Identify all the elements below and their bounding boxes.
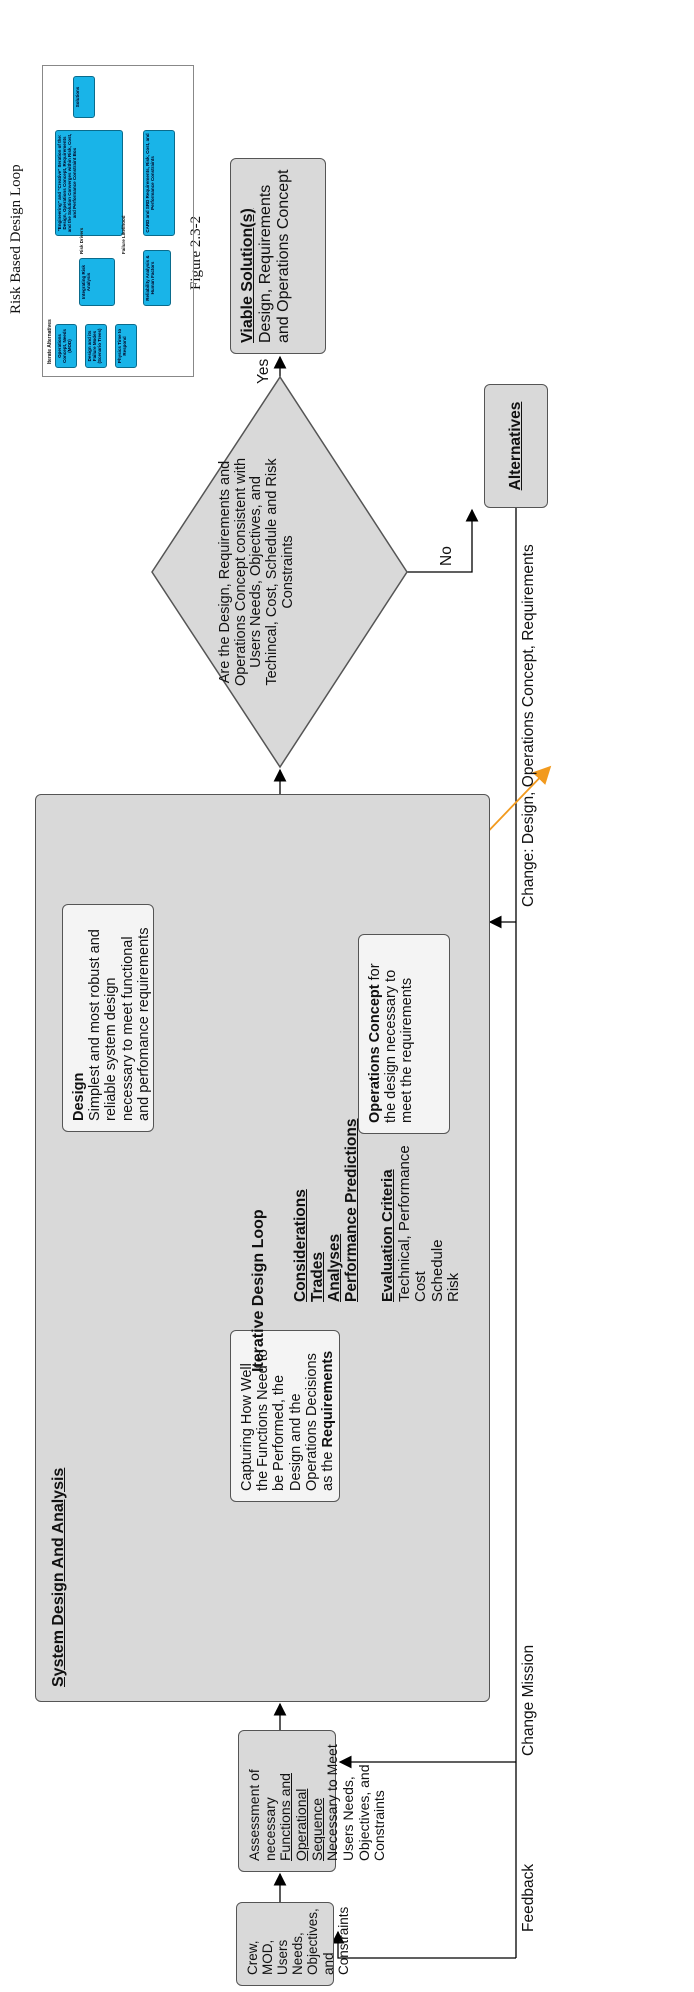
inset-box-reliability: Reliability Analysis & Human Factors	[143, 250, 171, 306]
inset-iterate-label: Iterate Alternatives	[47, 319, 53, 364]
decision-diamond	[151, 375, 408, 769]
alternatives-label: Alternatives	[507, 401, 525, 491]
assessment-pre-text: Assessment of necessary	[246, 1769, 278, 1861]
eval-item-risk: Risk	[445, 1272, 462, 1302]
assessment-box: Assessment of necessary Functions and Op…	[238, 1730, 387, 1872]
eval-item-cost: Cost	[412, 1271, 429, 1302]
alternatives-box: Alternatives	[484, 384, 548, 508]
ops-concept-title: Operations Concept	[367, 984, 383, 1123]
inset-box-card: CARD and SRD Requirements, Risk, Cost, a…	[143, 130, 175, 236]
arrow-feedback	[331, 1930, 516, 1959]
evaluation-block: Evaluation Criteria Technical, Performan…	[379, 1145, 463, 1302]
crew-needs-box: Crew, MOD, Users Needs, Objectives, and …	[236, 1902, 351, 1986]
loop-title: Iterative Design Loop	[250, 1209, 267, 1372]
inset-box-engineering: "Engineering" and "Creative" Iteration o…	[55, 130, 123, 236]
requirements-text: Requirements	[320, 1350, 337, 1448]
sda-title: System Design And Analysis	[50, 1467, 67, 1687]
inset-box-integrating: Integrating Risk Analysis	[79, 258, 115, 306]
feedback-label: Feedback	[520, 1863, 537, 1932]
eval-item-technical: Technical, Performance	[395, 1145, 413, 1302]
yes-label: Yes	[255, 358, 272, 384]
predictions-label: Performance Predictions	[343, 1118, 361, 1302]
operations-concept-box: Operations Concept for the design necess…	[358, 934, 450, 1134]
design-box: Design Simplest and most robust and reli…	[62, 904, 154, 1132]
inset-title: Risk Based Design Loop	[8, 164, 24, 314]
change-design-label: Change: Design, Operations Concept, Requ…	[520, 544, 537, 907]
inset-box-design: Design and its Failure Modes (Scenario T…	[85, 324, 107, 368]
design-text: Simplest and most robust and reliable sy…	[87, 927, 152, 1121]
change-mission-label: Change Mission	[520, 1644, 537, 1756]
inset-box-solutions: Solutions	[73, 76, 95, 118]
inset-box-ops: Operations Concept, Needs (MOD)	[55, 324, 77, 368]
trades-label: Trades	[309, 1252, 327, 1302]
decision-text: Are the Design, Requirements and Operati…	[217, 457, 296, 687]
inset-risk-drivers: Risk Drivers	[79, 227, 84, 254]
inset-box-physics: Physics Time to Respond	[115, 324, 137, 368]
evaluation-title: Evaluation Criteria	[379, 1169, 396, 1302]
inset-frame: Iterate Alternatives Operations Concept,…	[42, 65, 194, 377]
eval-item-schedule: Schedule	[428, 1239, 446, 1302]
no-label: No	[438, 546, 455, 566]
considerations-block: Considerations Trades Analyses Performan…	[292, 1119, 360, 1302]
considerations-label: Considerations	[292, 1189, 309, 1302]
inset-failure-likelihood: Failure Likelihood	[121, 215, 126, 254]
capturing-requirements-box: Capturing How Well the Functions Need to…	[230, 1330, 340, 1502]
crew-needs-text: Crew, MOD, Users Needs, Objectives, and …	[245, 1906, 351, 1975]
design-title: Design	[71, 1072, 87, 1121]
arrow-no	[407, 508, 479, 573]
assessment-functions-text: Functions and Operational Sequence	[277, 1773, 325, 1861]
analyses-label: Analyses	[326, 1233, 344, 1302]
